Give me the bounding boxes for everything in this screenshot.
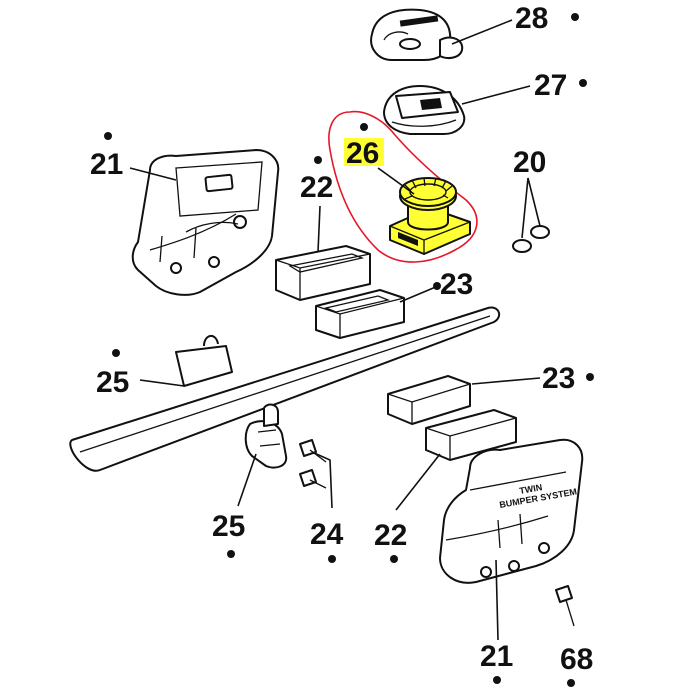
part-25-clamp-left [175, 335, 233, 387]
highlight-ring [328, 110, 478, 263]
callout-27: 27 [534, 69, 567, 102]
part-21-housing-right: TWIN BUMPER SYSTEM [439, 438, 584, 584]
callout-22-top: 22 [300, 171, 333, 204]
callout-21-top: 21 [90, 148, 123, 181]
leader-lines [129, 19, 541, 641]
crossbar [69, 306, 501, 472]
part-25-clamp-bottom [244, 403, 288, 469]
callout-25-left: 25 [96, 366, 129, 399]
callout-21-bottom: 21 [480, 640, 513, 673]
highlight-box-26 [344, 138, 384, 166]
part-23-block-right [387, 375, 517, 461]
callout-28: 28 [515, 2, 548, 35]
callout-25-bottom: 25 [212, 510, 245, 543]
callout-23-right: 23 [542, 362, 575, 395]
callout-23-top: 23 [440, 268, 473, 301]
housing-brand-text: TWIN [519, 482, 543, 496]
part-20-nut [512, 225, 550, 253]
callout-dots [104, 13, 594, 687]
part-24-screws [299, 439, 327, 489]
callout-22-bottom: 22 [374, 519, 407, 552]
callout-68: 68 [560, 643, 593, 676]
part-26-adjuster-knob [389, 177, 471, 255]
part-23-block-top [315, 289, 405, 339]
part-27-cap-base [383, 85, 466, 135]
part-21-housing-left [131, 149, 280, 296]
part-22-pad-top [275, 245, 371, 301]
callout-24: 24 [310, 518, 344, 551]
part-28-end-cap [370, 8, 464, 61]
part-68-screw [555, 585, 575, 627]
callout-26: 26 [346, 137, 379, 170]
callout-20: 20 [513, 146, 546, 179]
